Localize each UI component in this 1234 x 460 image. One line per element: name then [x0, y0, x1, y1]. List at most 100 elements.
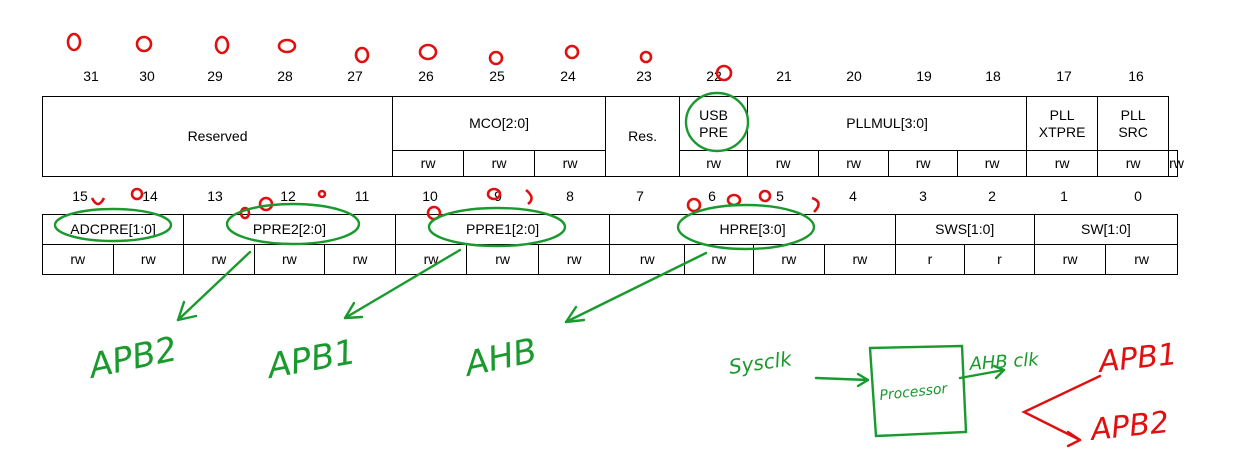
access-cell: r [894, 244, 966, 275]
red-zero-mark [277, 38, 297, 54]
access-cell: rw [466, 244, 539, 275]
access-cell: rw [112, 244, 185, 275]
red-zero-mark [135, 35, 153, 53]
field-sw: SW[1:0] [1033, 214, 1179, 245]
arrow-head [856, 372, 870, 388]
bit-number: 8 [566, 188, 574, 204]
bit-number: 6 [708, 188, 716, 204]
red-zero-mark [488, 50, 504, 66]
field-hpre: HPRE[3:0] [609, 214, 896, 245]
access-cell: rw [824, 244, 896, 275]
access-cell: rw [42, 244, 114, 275]
arrow-sysclk [814, 376, 870, 382]
access-cell: rw [534, 150, 607, 177]
access-cell: rw [609, 244, 685, 275]
bit-number: 15 [72, 188, 88, 204]
access-cell: rw [888, 150, 959, 177]
access-cell: rw [1026, 150, 1099, 177]
bit-number: 5 [776, 188, 784, 204]
field-ppre2: PPRE2[2:0] [183, 214, 396, 245]
green-arrows [176, 248, 1006, 438]
access-cell: rw [463, 150, 536, 177]
access-cell: rw [324, 244, 396, 275]
processor-box [868, 344, 968, 438]
access-cell: rw [394, 244, 468, 275]
bit-number: 1 [1060, 188, 1068, 204]
ahb-clk-label: AHB clk [968, 349, 1041, 375]
bit-number: 23 [636, 68, 652, 84]
bit-number: 0 [1134, 188, 1142, 204]
access-cell: rw [183, 244, 255, 275]
field-pllxtpre-line2: XTPRE [1038, 123, 1086, 140]
red-zero-mark [214, 35, 230, 55]
access-cell: rw [679, 150, 749, 177]
access-cell: rw [1033, 244, 1107, 275]
access-cell: rw [1105, 244, 1178, 275]
red-zero-mark [564, 44, 580, 60]
field-usbpre-line2: PRE [699, 123, 728, 140]
bit-number: 18 [985, 68, 1001, 84]
bit-number: 16 [1128, 68, 1144, 84]
access-cell: rw [1097, 150, 1170, 177]
field-pllmul: PLLMUL[3:0] [747, 96, 1028, 151]
apb2-red-label: APB2 [1087, 405, 1170, 448]
access-cell: rw [537, 244, 611, 275]
access-cell: rw [818, 150, 890, 177]
bit-number: 29 [207, 68, 223, 84]
access-cell: r [964, 244, 1035, 275]
bit-number: 28 [277, 68, 293, 84]
bit-number: 2 [988, 188, 996, 204]
field-adcpre: ADCPRE[1:0] [41, 214, 185, 245]
field-mco: MCO[2:0] [392, 96, 607, 151]
bit-number: 4 [849, 188, 857, 204]
access-cell: rw [253, 244, 326, 275]
bit-number: 25 [489, 68, 505, 84]
arrow-head [176, 300, 198, 322]
field-sws: SWS[1:0] [894, 214, 1035, 245]
access-cell: rw [684, 244, 754, 275]
bit-number: 30 [139, 68, 155, 84]
field-res: Res. [605, 96, 681, 177]
bit-number: 12 [280, 188, 296, 204]
arrow-split [1021, 374, 1102, 442]
bit-number: 11 [354, 188, 370, 204]
bit-number: 14 [142, 188, 158, 204]
access-cell: rw [392, 150, 465, 177]
field-usbpre-line1: USB [699, 106, 728, 123]
ahb-label: AHB [460, 331, 541, 386]
access-cell: rw [957, 150, 1028, 177]
field-pllsrc-line2: SRC [1118, 123, 1148, 140]
bit-number: 22 [706, 68, 722, 84]
access-cell: rw [1168, 150, 1184, 177]
processor-label: Processor [879, 381, 950, 404]
red-zero-mark [639, 50, 653, 64]
arrow-head [564, 305, 586, 324]
bit-number: 3 [919, 188, 927, 204]
bit-number: 27 [347, 68, 363, 84]
arrow-head [1066, 430, 1082, 448]
bit-number: 9 [494, 188, 502, 204]
red-zero-mark [66, 32, 82, 52]
bit-number: 31 [83, 68, 99, 84]
lower-register-table: ADCPRE[1:0] PPRE2[2:0] PPRE1[2:0] HPRE[3… [41, 214, 1179, 275]
access-cell: rw [752, 244, 826, 275]
arrow-head [992, 364, 1006, 380]
field-reserved: Reserved [41, 96, 394, 177]
bit-number: 26 [418, 68, 434, 84]
arrow-ahb-clk [958, 368, 1006, 380]
sysclk-label: Sysclk [727, 346, 794, 379]
apb1-label: APB1 [263, 332, 359, 387]
field-pllxtpre-line1: PLL [1049, 106, 1075, 123]
bit-number: 20 [846, 68, 862, 84]
apb1-red-label: APB1 [1095, 337, 1178, 380]
field-pllsrc-line1: PLL [1120, 106, 1146, 123]
bit-number: 24 [560, 68, 576, 84]
red-zero-mark [418, 43, 438, 61]
red-zero-mark [354, 46, 370, 64]
red-zero-mark [811, 196, 820, 213]
bit-number: 13 [207, 188, 223, 204]
